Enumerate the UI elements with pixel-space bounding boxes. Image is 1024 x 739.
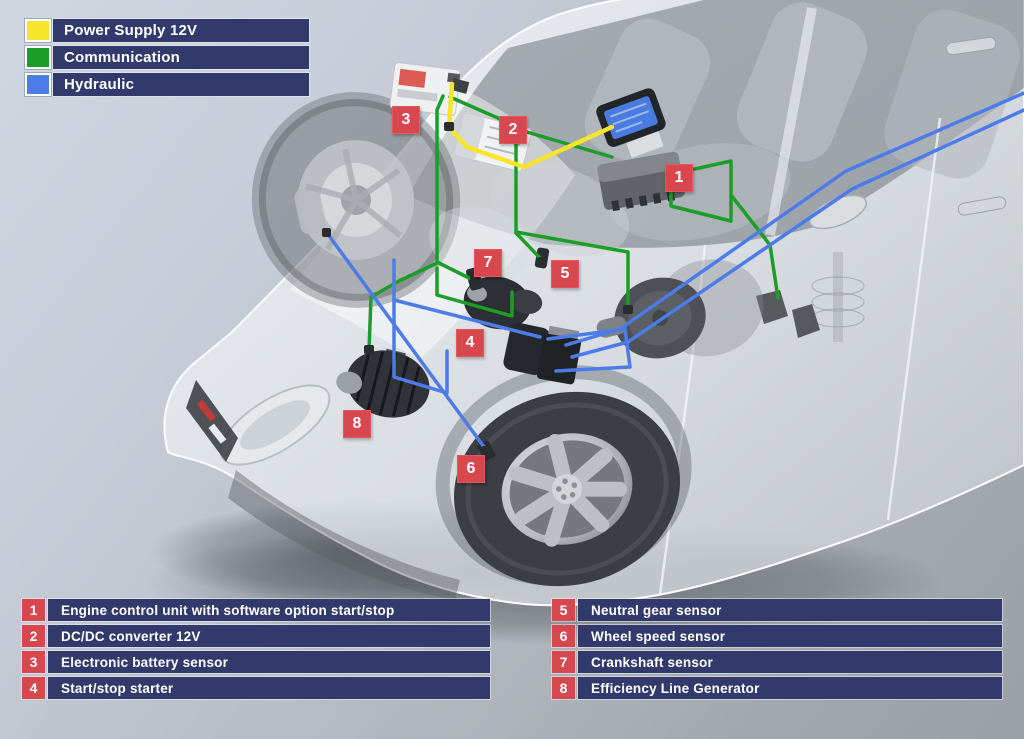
- wire-legend-row-hydraulic: Hydraulic: [25, 73, 309, 96]
- legend-badge: 6: [552, 625, 575, 647]
- hydraulic-wire: [325, 231, 489, 453]
- power-supply-color-swatch: [25, 19, 51, 42]
- communication-color-swatch: [25, 46, 51, 69]
- wire-legend: Power Supply 12V Communication Hydraulic: [25, 19, 309, 100]
- engine-control-unit: [597, 151, 685, 212]
- legend-label: Efficiency Line Generator: [578, 677, 1002, 699]
- legend-label: Electronic battery sensor: [48, 651, 490, 673]
- pedals: [756, 290, 820, 338]
- door-seam-rear: [886, 117, 942, 521]
- grille-red-label: [196, 399, 216, 422]
- component-legend-left: 1 Engine control unit with software opti…: [22, 599, 490, 703]
- efficiency-line-generator: [336, 348, 430, 418]
- marker-engine-control-unit: 1: [665, 164, 693, 192]
- hydraulic-wire: [392, 298, 542, 339]
- legend-item-1: 1 Engine control unit with software opti…: [22, 599, 490, 621]
- legend-item-3: 3 Electronic battery sensor: [22, 651, 490, 673]
- marker-start-stop-starter: 4: [456, 329, 484, 357]
- legend-badge: 3: [22, 651, 45, 673]
- communication-wires: [367, 94, 780, 352]
- component-legend-right: 5 Neutral gear sensor 6 Wheel speed sens…: [552, 599, 1002, 703]
- door-seam-front: [658, 244, 707, 596]
- legend-badge: 1: [22, 599, 45, 621]
- power-wire: [446, 81, 615, 170]
- hydraulic-color-swatch: [25, 73, 51, 96]
- door-handle-rear: [945, 36, 997, 56]
- marker-electronic-battery-sensor: 3: [392, 106, 420, 134]
- start-stop-starter: [463, 276, 550, 376]
- legend-label: Start/stop starter: [48, 677, 490, 699]
- wire-legend-label: Power Supply 12V: [53, 19, 309, 42]
- hydraulic-wire: [570, 108, 1024, 359]
- legend-badge: 7: [552, 651, 575, 673]
- communication-wire: [666, 159, 733, 223]
- communication-wire: [435, 266, 514, 318]
- b-pillar: [765, 7, 817, 236]
- legend-badge: 4: [22, 677, 45, 699]
- legend-label: Neutral gear sensor: [578, 599, 1002, 621]
- communication-wire: [367, 94, 445, 352]
- headlight: [219, 384, 331, 466]
- legend-item-5: 5 Neutral gear sensor: [552, 599, 1002, 621]
- brake-booster: [596, 259, 764, 359]
- marker-efficiency-line-generator: 8: [343, 410, 371, 438]
- legend-item-2: 2 DC/DC converter 12V: [22, 625, 490, 647]
- door-handle-front: [957, 196, 1007, 216]
- cabin-glass: [408, 0, 1024, 248]
- front-end: [186, 380, 460, 600]
- legend-item-8: 8 Efficiency Line Generator: [552, 677, 1002, 699]
- legend-label: Engine control unit with software option…: [48, 599, 490, 621]
- communication-wire: [435, 260, 477, 283]
- legend-label: Wheel speed sensor: [578, 625, 1002, 647]
- marker-wheel-speed-sensor: 6: [457, 455, 485, 483]
- legend-badge: 2: [22, 625, 45, 647]
- dashboard-display: [596, 88, 666, 158]
- power-wires: [446, 81, 615, 170]
- legend-badge: 5: [552, 599, 575, 621]
- wire-legend-label: Hydraulic: [53, 73, 309, 96]
- communication-wire: [518, 128, 614, 159]
- legend-label: DC/DC converter 12V: [48, 625, 490, 647]
- front-right-wheel: [251, 92, 461, 308]
- marker-neutral-gear-sensor: 5: [551, 260, 579, 288]
- hydraulic-wire: [392, 258, 449, 395]
- marker-dcdc-converter: 2: [499, 116, 527, 144]
- front-bumper-shadow: [228, 470, 460, 600]
- dcdc-converter: [454, 112, 532, 172]
- legend-item-7: 7 Crankshaft sensor: [552, 651, 1002, 673]
- grille-white-label: [208, 423, 227, 444]
- wire-legend-row-power: Power Supply 12V: [25, 19, 309, 42]
- legend-badge: 8: [552, 677, 575, 699]
- grille-strip: [186, 380, 238, 462]
- communication-wire: [514, 231, 545, 263]
- wire-legend-row-communication: Communication: [25, 46, 309, 69]
- hydraulic-wires: [325, 91, 1024, 453]
- marker-crankshaft-sensor: 7: [474, 249, 502, 277]
- hydraulic-wire: [546, 327, 632, 373]
- battery-with-ebs: [389, 62, 461, 116]
- legend-label: Crankshaft sensor: [578, 651, 1002, 673]
- ebs-sensor: [450, 78, 470, 94]
- wire-connectors: [322, 122, 633, 455]
- brake-caliper: [294, 187, 327, 235]
- legend-item-4: 4 Start/stop starter: [22, 677, 490, 699]
- front-left-wheel: [435, 365, 692, 587]
- wire-legend-label: Communication: [53, 46, 309, 69]
- legend-item-6: 6 Wheel speed sensor: [552, 625, 1002, 647]
- hydraulic-wire: [564, 91, 1024, 347]
